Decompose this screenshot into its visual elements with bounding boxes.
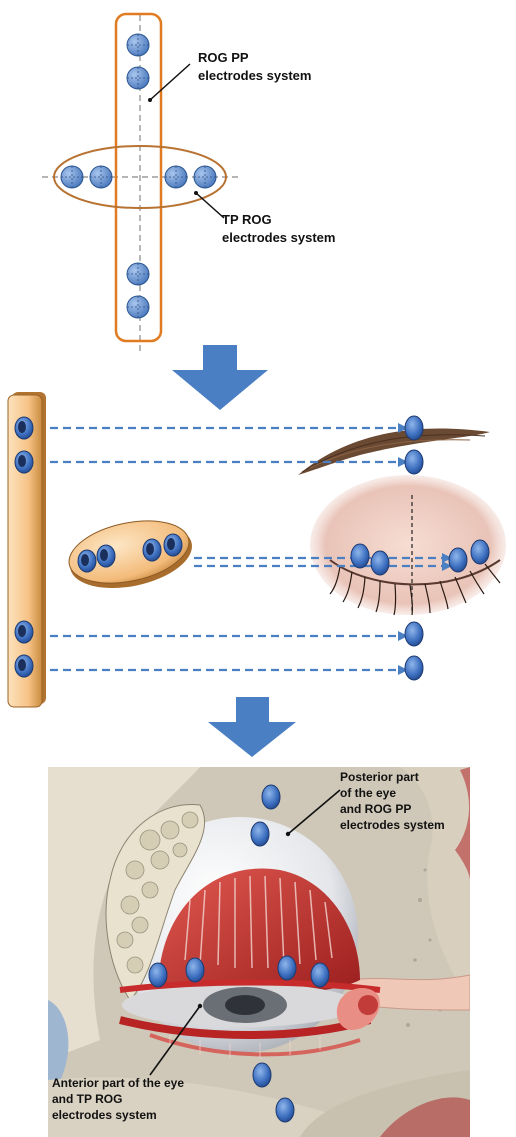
target-electrode xyxy=(370,550,390,576)
pp-electrode xyxy=(126,33,150,57)
anatomical-eye-panel: Posterior part of the eye and ROG PP ele… xyxy=(48,767,470,1137)
electrode-mapping-panel xyxy=(7,392,506,708)
pp-strip xyxy=(114,12,163,343)
target-electrode xyxy=(448,547,468,573)
anterior-label-line2: and TP ROG xyxy=(52,1092,122,1106)
tp-label-line2: electrodes system xyxy=(222,230,335,245)
tp-oval xyxy=(53,145,227,209)
target-electrode xyxy=(404,449,424,475)
tp-electrode xyxy=(60,165,84,189)
down-arrow-icon xyxy=(172,345,268,410)
target-electrode xyxy=(470,539,490,565)
posterior-label-line1: Posterior part xyxy=(340,770,419,784)
pp-label-line2: electrodes system xyxy=(198,68,311,83)
target-electrode xyxy=(404,415,424,441)
target-electrode xyxy=(404,655,424,681)
posterior-label-line3: and ROG PP xyxy=(340,802,411,816)
tp-electrode xyxy=(164,165,188,189)
tp-electrode xyxy=(193,165,217,189)
eye-illustration xyxy=(298,428,506,616)
tp-label-line1: TP ROG xyxy=(222,212,272,227)
schematic-panel: ROG PP electrodes system TP ROG electrod… xyxy=(42,12,335,355)
anterior-label-line3: electrodes system xyxy=(52,1108,157,1122)
pp-electrode xyxy=(126,262,150,286)
down-arrow-icon xyxy=(208,697,296,757)
posterior-label-line4: electrodes system xyxy=(340,818,445,832)
pp-electrode xyxy=(126,295,150,319)
target-electrode xyxy=(350,543,370,569)
anterior-label-line1: Anterior part of the eye xyxy=(52,1076,184,1090)
target-electrode xyxy=(404,621,424,647)
posterior-label-line2: of the eye xyxy=(340,786,396,800)
tp-electrode xyxy=(89,165,113,189)
pp-electrode xyxy=(126,66,150,90)
pp-strip-3d xyxy=(7,392,46,708)
pp-label-line1: ROG PP xyxy=(198,50,249,65)
tp-oval-3d xyxy=(68,520,192,589)
